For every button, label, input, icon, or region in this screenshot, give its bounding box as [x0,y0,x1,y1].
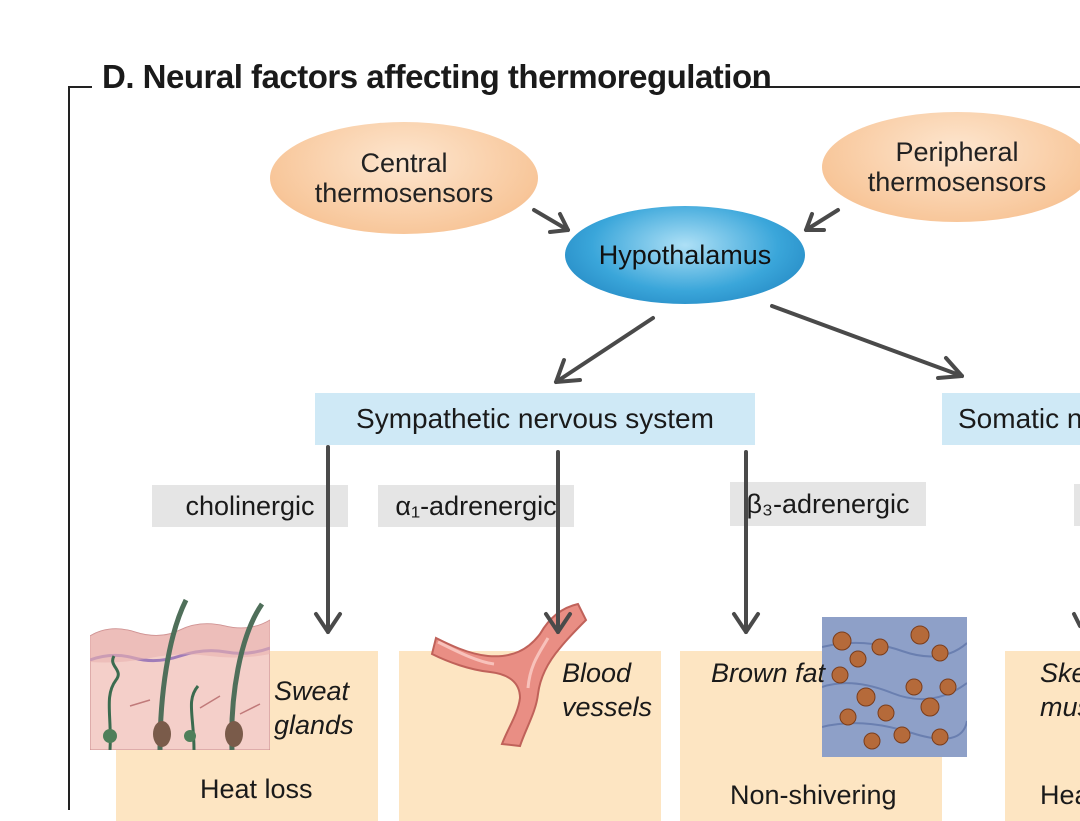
brown-fat-label: Brown fat [711,658,826,688]
alpha1-adrenergic-tag: α₁-adrenergic [378,485,574,527]
figure-frame-left [68,86,70,810]
hypothalamus-node: Hypothalamus [565,206,805,304]
cholinergic-tag: cholinergic [152,485,348,527]
non-shivering-label: Non-shivering [730,780,897,810]
brown-fat-illustration [822,617,967,757]
skeletal-muscle-label: Skel mus [1040,658,1080,722]
skin-illustration [90,598,270,750]
somatic-nervous-system-bar: Somatic ne [942,393,1080,445]
arrow-central-to-hypothalamus [532,208,570,234]
arrow-hypothalamus-to-sympathetic [554,316,655,384]
arrow-peripheral-to-hypothalamus [804,208,840,232]
blood-vessel-illustration [430,602,588,748]
somatic-pathway-tag [1074,484,1080,526]
blood-vessels-label: Blood vessels [562,658,653,722]
sympathetic-nervous-system-bar: Sympathetic nervous system [315,393,755,445]
sweat-glands-label: Sweat glands [274,676,354,740]
figure-title: D. Neural factors affecting thermoregula… [102,58,772,95]
arrow-sympathetic-to-sweat-glands [314,445,342,634]
heat-production-label: Hea [1040,780,1080,810]
skeletal-muscle-box [1005,651,1080,821]
beta3-adrenergic-tag: β₃-adrenergic [730,482,926,526]
central-thermosensors-node: Central thermosensors [270,122,538,234]
arrow-hypothalamus-to-somatic [770,304,964,380]
arrow-somatic-to-skeletal-muscle [1072,612,1080,628]
figure-frame-top-left [68,86,92,88]
heat-loss-label: Heat loss [200,774,313,804]
peripheral-thermosensors-node: Peripheral thermosensors [822,112,1080,222]
arrow-sympathetic-to-brown-fat [732,450,760,634]
figure-frame-top-right [750,86,1080,88]
